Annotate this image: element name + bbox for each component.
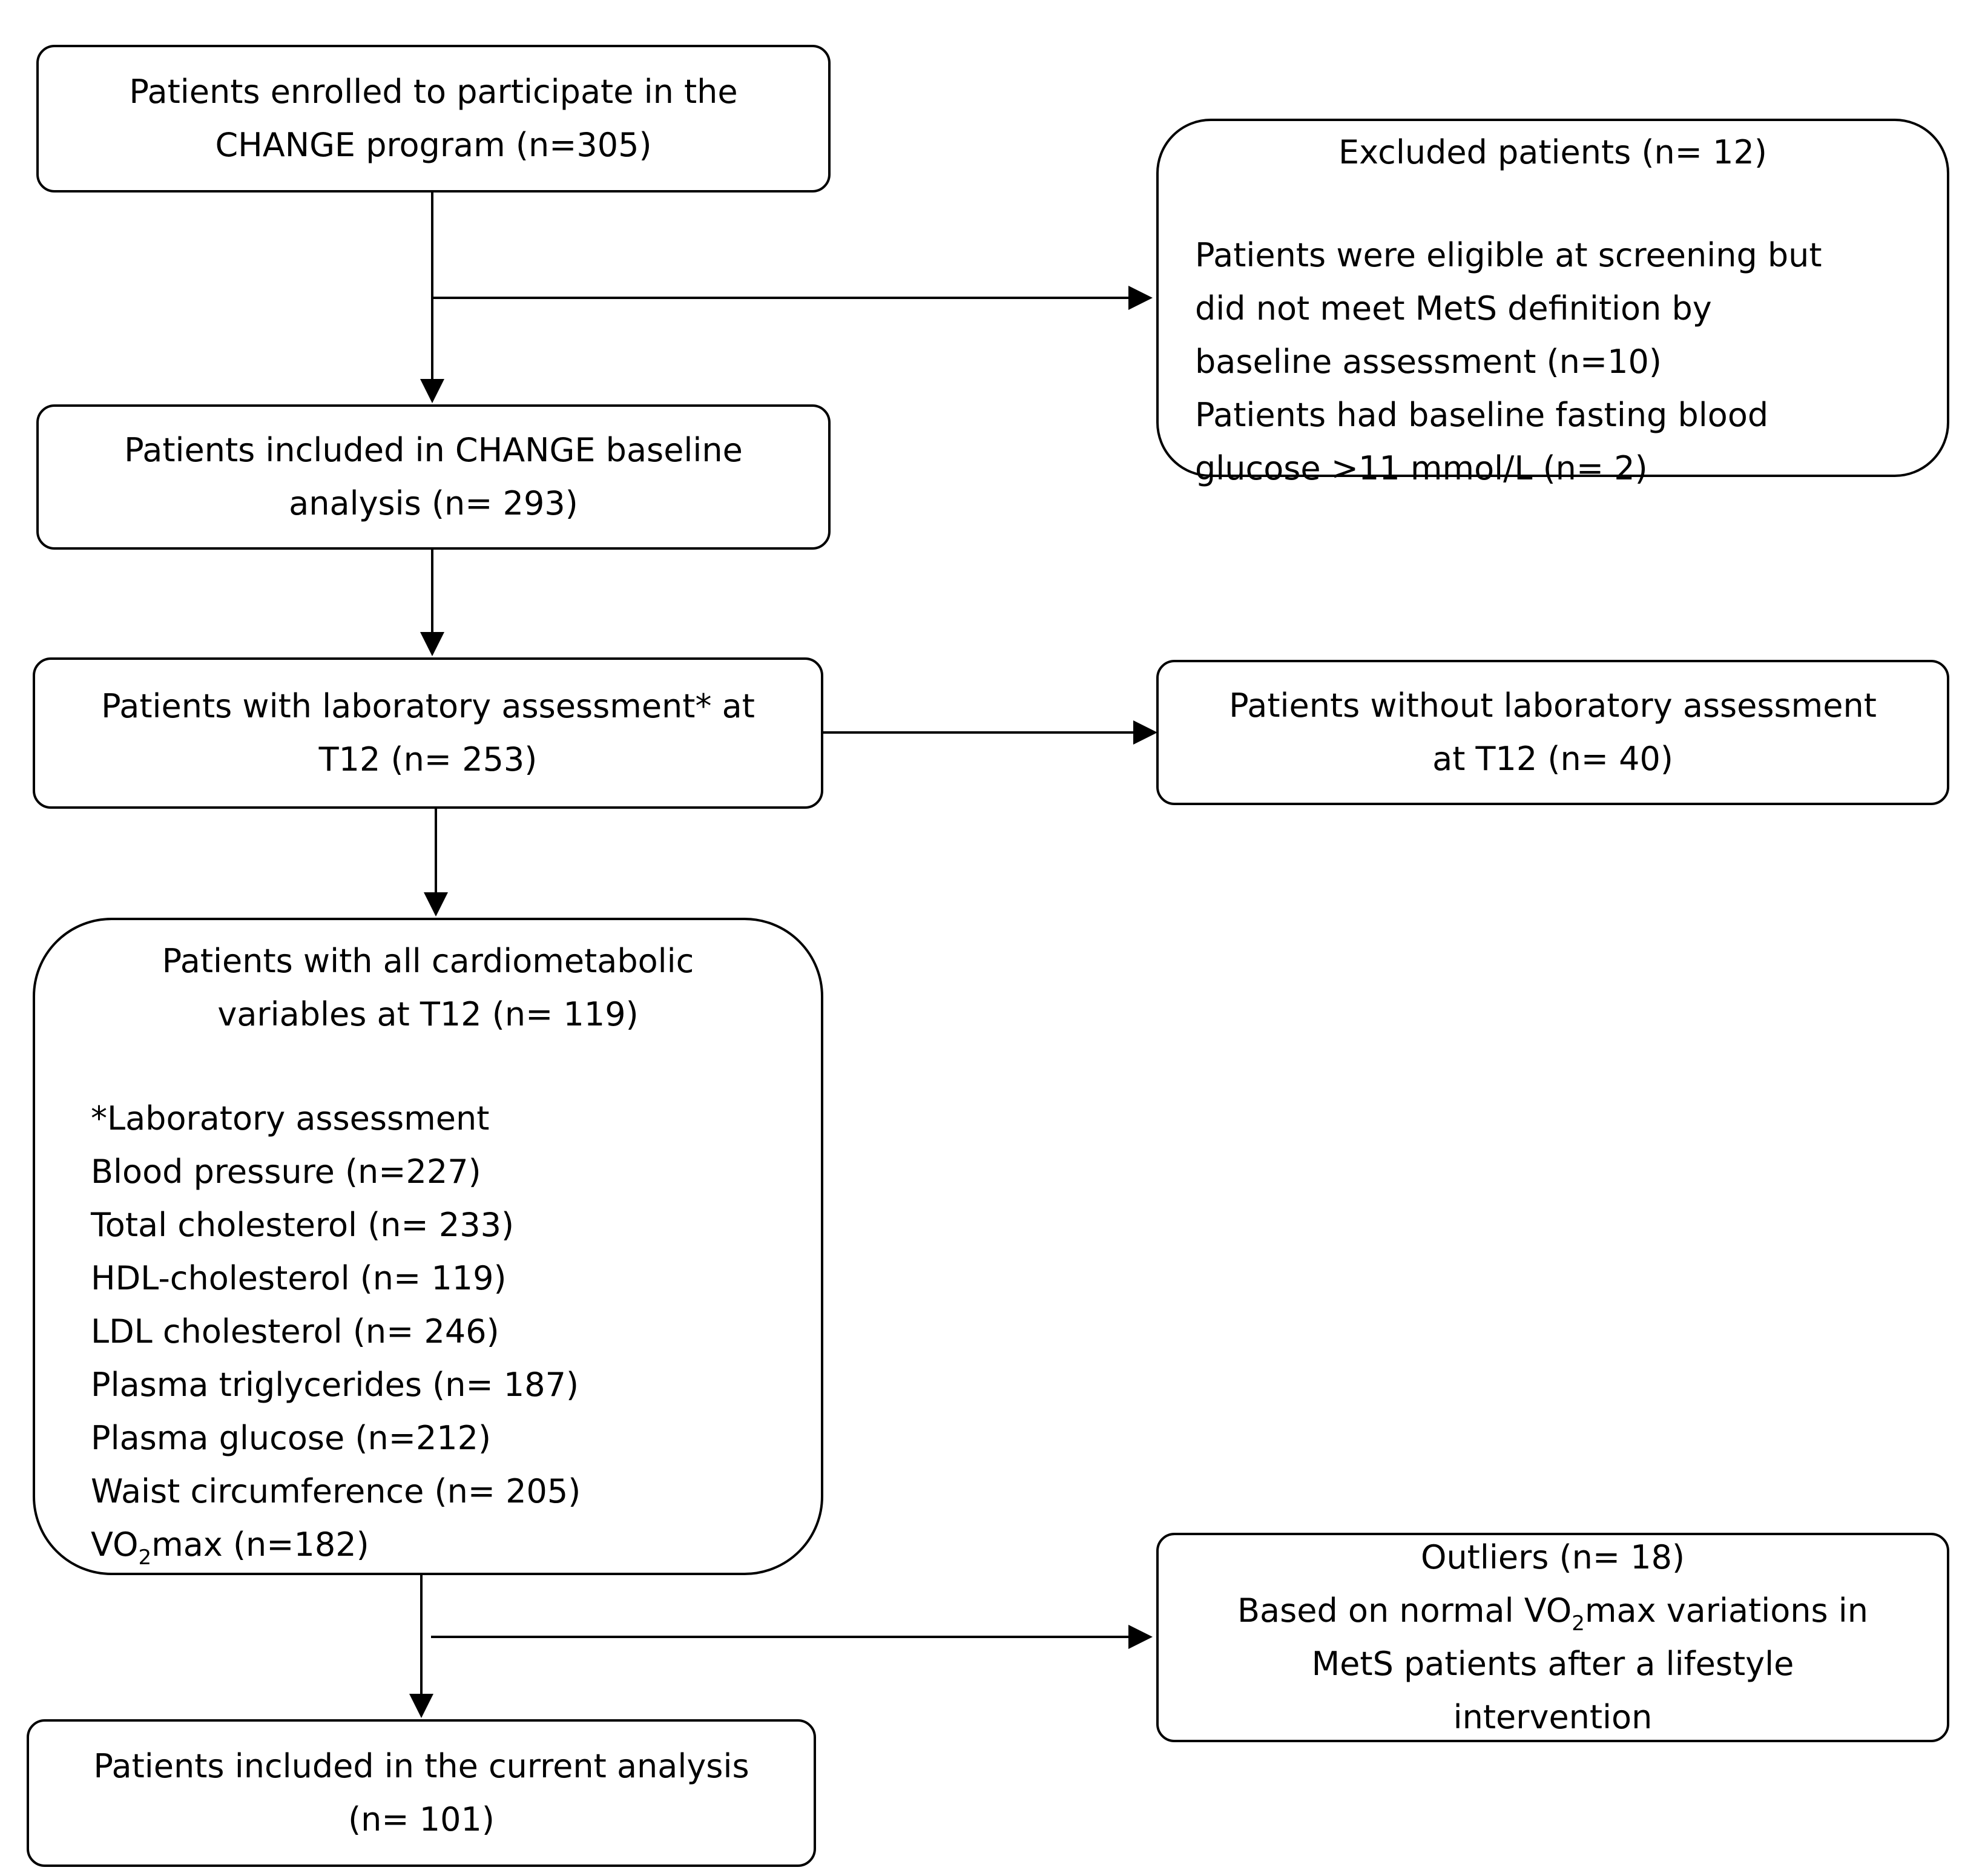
outliers-line-2-sub: 2 bbox=[1572, 1611, 1585, 1636]
box-outliers: Outliers (n= 18) Based on normal VO2max … bbox=[1156, 1533, 1949, 1742]
lab-t12-line-2: T12 (n= 253) bbox=[318, 740, 538, 778]
excluded-line-1: Patients were eligible at screening but bbox=[1195, 236, 1822, 274]
current-line-1: Patients included in the current analysi… bbox=[93, 1747, 749, 1785]
box-current: Patients included in the current analysi… bbox=[27, 1719, 816, 1867]
lab-item-blood-pressure: Blood pressure (n=227) bbox=[91, 1153, 481, 1191]
box-enrolled: Patients enrolled to participate in the … bbox=[36, 45, 831, 193]
outliers-line-2-pre: Based on normal VO bbox=[1237, 1591, 1572, 1630]
cardiometabolic-title-1: Patients with all cardiometabolic bbox=[162, 942, 694, 980]
lab-item-plasma-glucose: Plasma glucose (n=212) bbox=[91, 1419, 492, 1457]
box-lab-t12: Patients with laboratory assessment* at … bbox=[33, 657, 823, 809]
outliers-line-4: intervention bbox=[1453, 1698, 1653, 1736]
no-lab-t12-line-2: at T12 (n= 40) bbox=[1432, 740, 1673, 778]
outliers-title: Outliers (n= 18) bbox=[1420, 1538, 1685, 1576]
lab-item-total-cholesterol: Total cholesterol (n= 233) bbox=[91, 1206, 515, 1244]
excluded-line-3: baseline assessment (n=10) bbox=[1195, 343, 1662, 381]
vo2-post: max (n=182) bbox=[151, 1525, 369, 1564]
excluded-title: Excluded patients (n= 12) bbox=[1338, 133, 1767, 171]
enrolled-line-1: Patients enrolled to participate in the bbox=[129, 73, 738, 111]
outliers-line-2: Based on normal VO2max variations in bbox=[1159, 1584, 1947, 1637]
box-no-lab-t12: Patients without laboratory assessment a… bbox=[1156, 660, 1949, 805]
enrolled-line-2: CHANGE program (n=305) bbox=[215, 126, 652, 164]
box-excluded: Excluded patients (n= 12) Patients were … bbox=[1156, 119, 1949, 487]
lab-item-plasma-triglycerides: Plasma triglycerides (n= 187) bbox=[91, 1366, 579, 1404]
vo2-pre: VO bbox=[91, 1525, 139, 1564]
baseline-line-2: analysis (n= 293) bbox=[289, 484, 578, 522]
lab-item-hdl-cholesterol: HDL-cholesterol (n= 119) bbox=[91, 1259, 507, 1297]
excluded-line-4: Patients had baseline fasting blood bbox=[1195, 396, 1769, 434]
cardiometabolic-title-2: variables at T12 (n= 119) bbox=[217, 995, 639, 1033]
lab-t12-line-1: Patients with laboratory assessment* at bbox=[101, 687, 755, 725]
lab-assessment-header: *Laboratory assessment bbox=[91, 1099, 490, 1137]
current-line-2: (n= 101) bbox=[348, 1800, 495, 1838]
lab-item-waist-circumference: Waist circumference (n= 205) bbox=[91, 1472, 581, 1510]
excluded-line-2: did not meet MetS definition by bbox=[1195, 289, 1712, 327]
excluded-line-5: glucose >11 mmol/L (n= 2) bbox=[1195, 449, 1648, 487]
lab-item-ldl-cholesterol: LDL cholesterol (n= 246) bbox=[91, 1312, 499, 1351]
no-lab-t12-line-1: Patients without laboratory assessment bbox=[1229, 686, 1877, 725]
baseline-line-1: Patients included in CHANGE baseline bbox=[124, 431, 743, 469]
vo2-sub: 2 bbox=[138, 1545, 152, 1570]
outliers-line-3: MetS patients after a lifestyle bbox=[1311, 1645, 1794, 1683]
outliers-line-2-post: max variations in bbox=[1584, 1591, 1868, 1630]
lab-item-vo2max: VO2max (n=182) bbox=[91, 1518, 821, 1572]
box-cardiometabolic: Patients with all cardiometabolic variab… bbox=[33, 918, 823, 1575]
box-baseline: Patients included in CHANGE baseline ana… bbox=[36, 404, 831, 550]
